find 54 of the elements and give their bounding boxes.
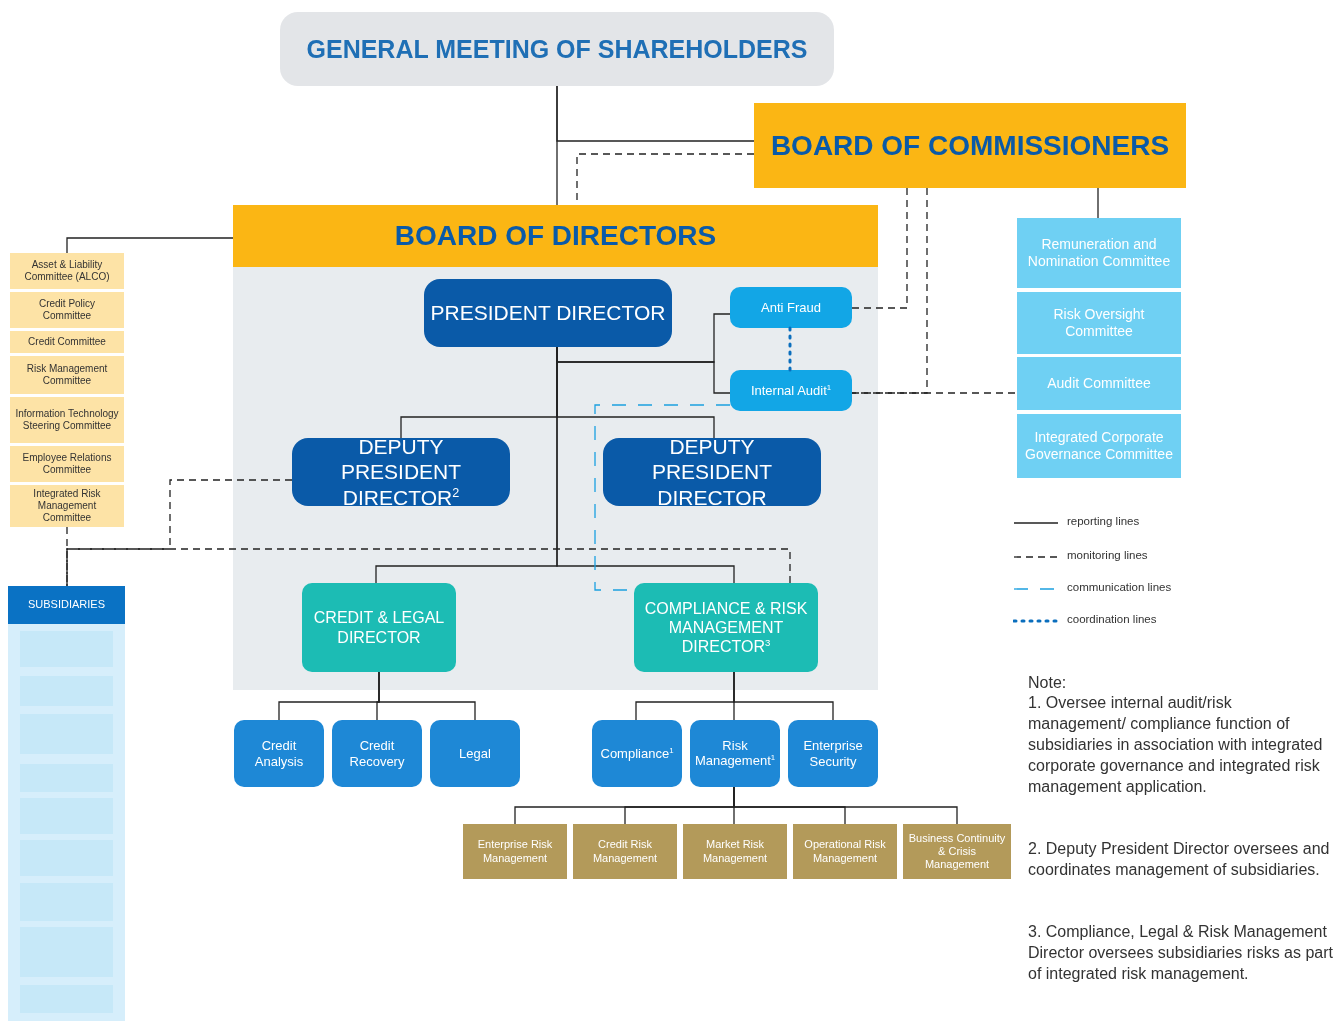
- committee-box: Integrated Corporate Governance Committee: [1017, 414, 1181, 478]
- unit-box: Risk Management$^{1}$: [690, 720, 780, 787]
- connector-line: [66, 237, 234, 254]
- connector-line: [556, 85, 755, 142]
- unit-box: Operational Risk Management: [793, 824, 897, 879]
- subsidiaries-panel: [8, 586, 125, 1021]
- note-text: 3. Compliance, Legal & Risk Management Director oversees subsidiaries risks as part of integrated risk management.: [1028, 922, 1333, 984]
- unit-box: Internal Audit$^{1}$: [730, 370, 852, 411]
- committee-box: Integrated Risk Management Committee: [10, 485, 124, 527]
- note-text: 2. Deputy President Director oversees and coordinates management of subsidiaries.: [1028, 839, 1331, 880]
- board-panel: [233, 205, 878, 690]
- dashed-connector: [851, 187, 908, 309]
- board-box: BOARD OF COMMISSIONERS: [754, 103, 1186, 188]
- unit-box: Enterprise Security: [788, 720, 878, 787]
- legend-label: coordination lines: [1067, 613, 1157, 625]
- committee-box: Audit Committee: [1017, 357, 1181, 410]
- committee-box: Credit Committee: [10, 331, 124, 353]
- connector-line: [733, 671, 834, 721]
- committee-box: Information Technology Steering Committee: [10, 397, 124, 443]
- committee-box: Employee Relations Committee: [10, 446, 124, 482]
- director-box: CREDIT & LEGAL DIRECTOR: [302, 583, 456, 672]
- connector-line: [1097, 187, 1099, 219]
- committee-box: Asset & Liability Committee (ALCO): [10, 253, 124, 289]
- legend-label: communication lines: [1067, 581, 1172, 593]
- title-box: GENERAL MEETING OF SHAREHOLDERS: [280, 12, 834, 86]
- section-heading: BOARD OF DIRECTORS: [394, 219, 717, 253]
- unit-box: Anti Fraud: [730, 287, 852, 328]
- unit-box: Compliance$^{1}$: [592, 720, 682, 787]
- committee-box: Remuneration and Nomination Committee: [1017, 218, 1181, 288]
- committee-box: Risk Management Committee: [10, 356, 124, 394]
- note-text: 1. Oversee internal audit/risk management/ compliance function of subsidiaries in association with integrated corporate governance and integrated risk management application.: [1028, 693, 1324, 797]
- connector-line: [378, 671, 476, 721]
- committee-box: Risk Oversight Committee: [1017, 292, 1181, 354]
- unit-box: Legal: [430, 720, 520, 787]
- legend-label: monitoring lines: [1067, 549, 1148, 561]
- dashed-connector: [851, 392, 1018, 394]
- section-heading: SUBSIDIARIES: [28, 598, 105, 612]
- unit-box: Business Continuity & Crisis Management: [903, 824, 1011, 879]
- unit-box: Credit Analysis: [234, 720, 324, 787]
- committee-box: Credit Policy Committee: [10, 292, 124, 328]
- director-box: PRESIDENT DIRECTOR: [424, 279, 672, 347]
- unit-box: Market Risk Management: [683, 824, 787, 879]
- unit-box: Credit Risk Management: [573, 824, 677, 879]
- note-heading: Note:: [1028, 673, 1068, 693]
- director-box: DEPUTY PRESIDENT DIRECTOR$^{2}$: [292, 438, 510, 506]
- director-box: DEPUTY PRESIDENT DIRECTOR: [603, 438, 821, 506]
- director-box: COMPLIANCE & RISK MANAGEMENT DIRECTOR$^{3}$: [634, 583, 818, 672]
- unit-box: Enterprise Risk Management: [463, 824, 567, 879]
- dashed-connector: [66, 479, 293, 587]
- dashed-connector: [66, 548, 791, 587]
- unit-box: Credit Recovery: [332, 720, 422, 787]
- dashed-connector: [594, 404, 731, 591]
- legend-label: reporting lines: [1067, 515, 1140, 527]
- dashed-connector: [788, 326, 792, 372]
